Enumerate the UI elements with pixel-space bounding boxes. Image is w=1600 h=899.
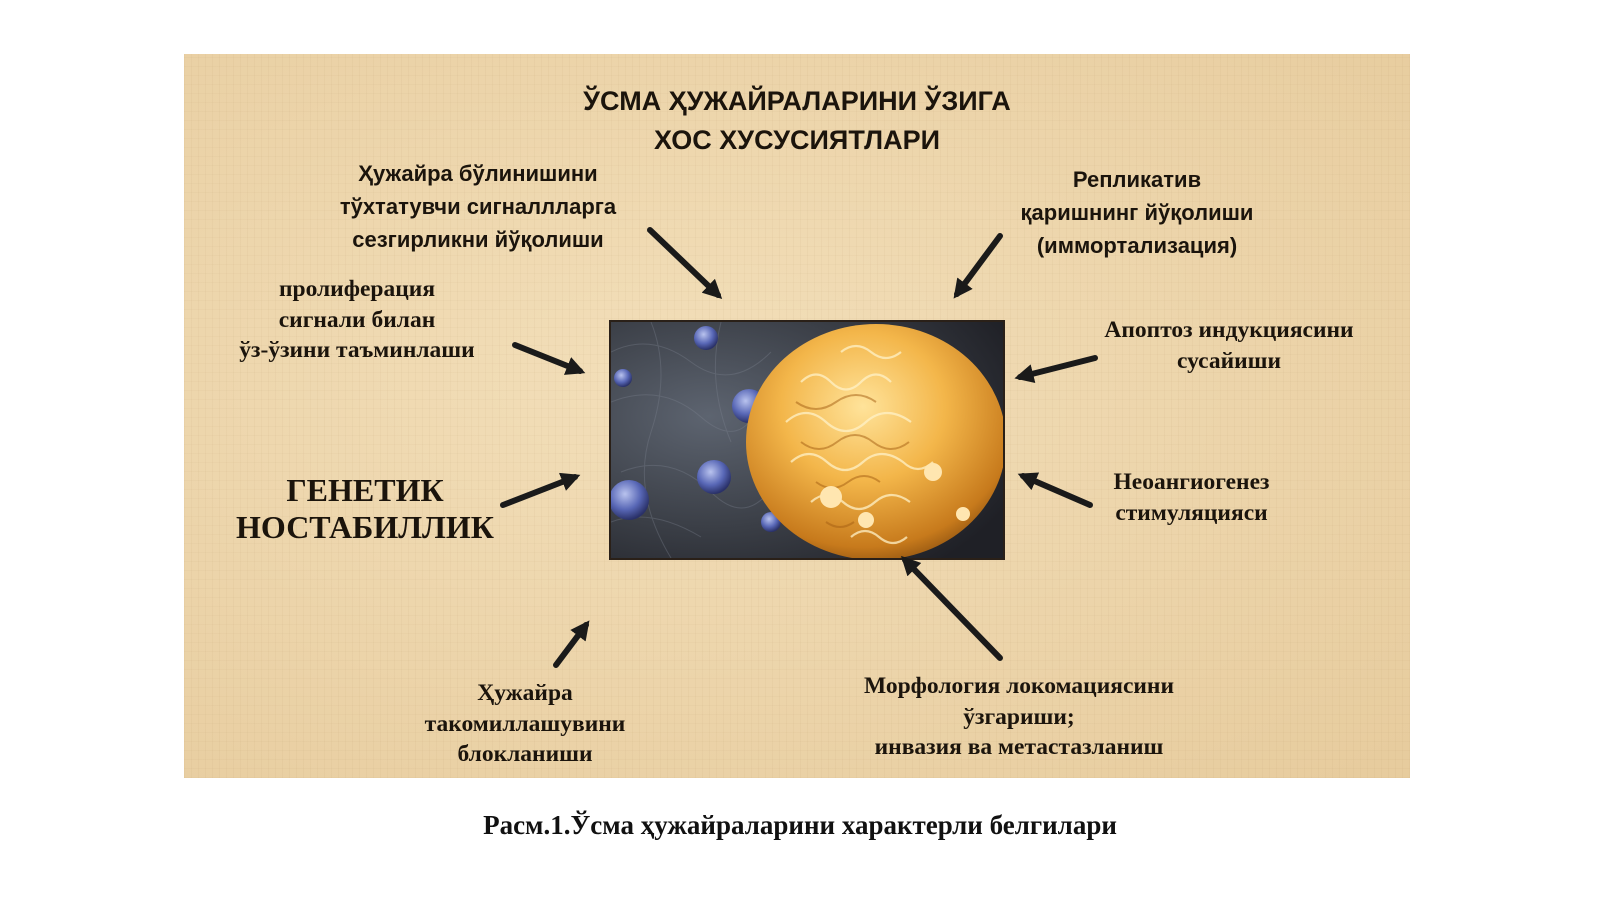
diagram-panel: ЎСМА ҲУЖАЙРАЛАРИНИ ЎЗИГА ХОС ХУСУСИЯТЛАР… (184, 54, 1410, 778)
label-apoptosis-evasion: Апоптоз индукциясини сусайиши (1079, 315, 1379, 376)
label-line: НОСТАБИЛЛИК (236, 508, 494, 545)
arrow-signals (647, 227, 723, 299)
label-line: ўзгариши; (963, 703, 1075, 730)
label-line: Апоптоз индукциясини (1104, 317, 1354, 343)
cell-bleb (956, 507, 970, 521)
tumor-cell (746, 324, 1003, 558)
arrow-apoptosis (1014, 355, 1098, 384)
figure-caption: Расм.1.Ўсма ҳужайраларини характерли бел… (483, 810, 1117, 840)
label-line: стимуляцияси (1115, 499, 1268, 526)
tumor-cell-shadows (795, 394, 910, 528)
label-neoangiogenesis: Неоангиогенез стимуляцияси (1079, 467, 1304, 528)
label-line: пролиферация (278, 276, 436, 302)
blue-cell (694, 326, 718, 350)
blue-cell (611, 480, 649, 520)
blue-cell (614, 369, 632, 387)
arrow-proliferation (512, 342, 586, 375)
label-line: такомиллашувини (424, 710, 626, 737)
label-proliferation-self-sufficiency: пролиферация сигнали билан ўз-ўзини таъм… (212, 274, 502, 366)
label-line: қаришнинг йўқолиши (1020, 200, 1254, 225)
label-line: Репликатив (1072, 167, 1202, 192)
label-replicative-immortality: Репликатив қаришнинг йўқолиши (иммортали… (992, 163, 1282, 262)
label-morphology-invasion: Морфология локомациясини ўзгариши; инваз… (829, 671, 1209, 763)
label-genetic-instability: ГЕНЕТИК НОСТАБИЛЛИК (220, 472, 510, 546)
tumor-cell-micrograph (609, 320, 1005, 560)
label-line: Ҳужайра (477, 680, 573, 706)
label-line: инвазия ва метастазланиш (874, 734, 1164, 761)
label-differentiation-block: Ҳужайра такомиллашувини блокланиши (390, 678, 660, 770)
label-line: сусайиши (1176, 347, 1282, 374)
cell-bleb (820, 486, 842, 508)
label-line: блокланиши (457, 741, 593, 768)
label-line: ўз-ўзини таъминлаши (239, 337, 475, 364)
label-line: тўхтатувчи сигналлларга (339, 194, 617, 219)
arrow-replicative (953, 233, 1003, 299)
label-signal-insensitivity: Ҳужайра бўлинишини тўхтатувчи сигналллар… (328, 157, 628, 256)
diagram-title: ЎСМА ҲУЖАЙРАЛАРИНИ ЎЗИГА ХОС ХУСУСИЯТЛАР… (184, 82, 1410, 160)
arrow-morphology (900, 555, 1003, 661)
arrow-genetic (500, 472, 581, 508)
cell-bleb (858, 512, 874, 528)
arrow-neoangiogenesis (1017, 472, 1093, 508)
arrow-differentiation (553, 620, 590, 668)
label-line: сигнали билан (278, 306, 436, 333)
title-line: ЎСМА ҲУЖАЙРАЛАРИНИ ЎЗИГА (583, 86, 1011, 116)
label-line: Неоангиогенез (1113, 469, 1270, 495)
label-line: ГЕНЕТИК (286, 472, 444, 508)
label-line: Ҳужайра бўлинишини (358, 161, 598, 186)
label-line: Морфология локомациясини (863, 673, 1175, 699)
label-line: (иммортализация) (1036, 233, 1238, 258)
label-line: сезгирликни йўқолиши (352, 227, 604, 252)
blue-cell (697, 460, 731, 494)
cell-bleb (924, 463, 942, 481)
title-line: ХОС ХУСУСИЯТЛАРИ (653, 125, 941, 156)
